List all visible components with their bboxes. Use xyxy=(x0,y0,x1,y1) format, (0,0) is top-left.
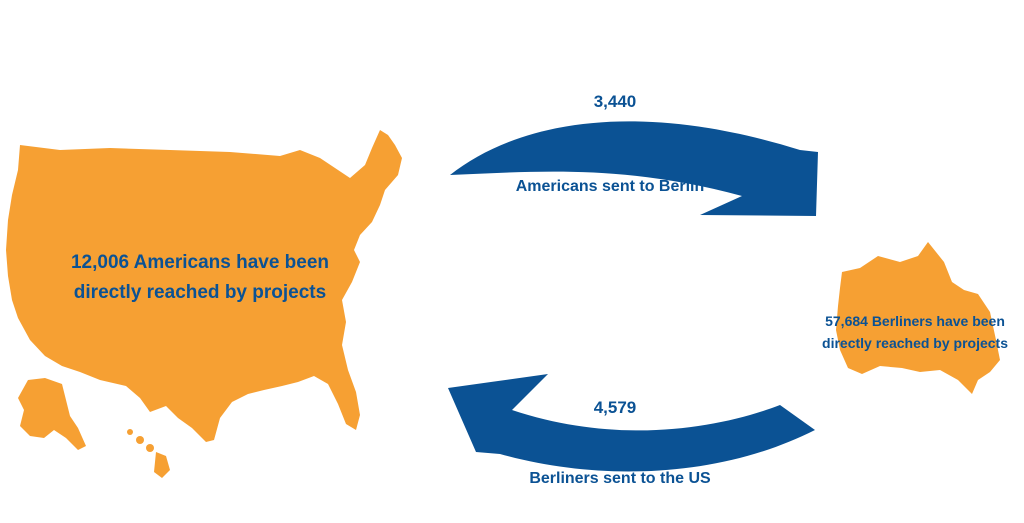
usa-map-shape xyxy=(6,130,402,442)
berliners-sent-count: 4,579 xyxy=(593,398,637,417)
berlin-map-shape xyxy=(836,242,1000,394)
arrow-to-us xyxy=(448,374,815,472)
berliners-sent-caption: Berliners sent to the US xyxy=(529,470,711,487)
americans-sent-count: 3,440 xyxy=(593,92,637,111)
berlin-reach-label: 57,684 Berliners have been directly reac… xyxy=(822,313,1008,351)
hawaii-island-2 xyxy=(136,436,144,444)
alaska-map-shape xyxy=(18,378,86,450)
americans-sent-caption: Americans sent to Berlin xyxy=(515,178,705,195)
usa-reach-label: 12,006 Americans have been directly reac… xyxy=(70,252,330,303)
hawaii-island-4 xyxy=(154,452,170,478)
arrow-to-berlin xyxy=(450,121,818,216)
hawaii-island-3 xyxy=(146,444,154,452)
hawaii-island-1 xyxy=(127,429,133,435)
